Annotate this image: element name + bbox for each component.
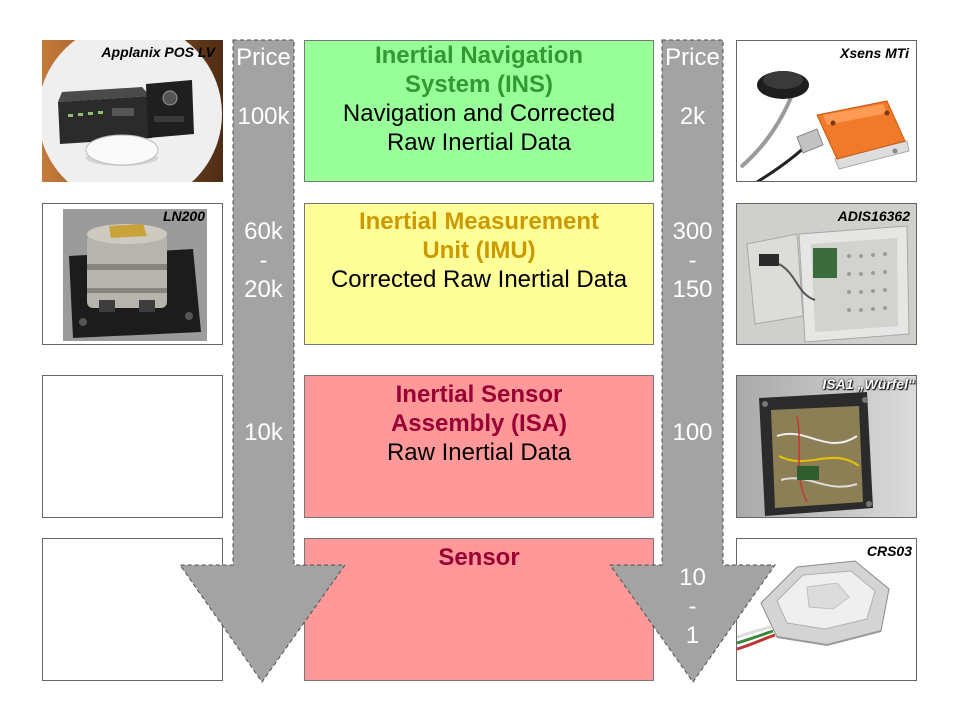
left-price-ins-value: 100k: [237, 103, 290, 130]
left-price-header-label: Price: [236, 44, 291, 71]
gps-antenna-dome: [85, 134, 159, 166]
left-price-imu-dash: -: [259, 247, 268, 274]
xsens-device: [756, 100, 910, 181]
right-price-sensor-low: 1: [685, 622, 700, 649]
left-price-isa-value: 10k: [244, 419, 283, 446]
right-price-imu-dash: -: [688, 247, 697, 274]
isa-title-line-1: Inertial Sensor: [395, 381, 563, 408]
right-price-isa: 100: [652, 418, 733, 447]
open-housing: [746, 225, 910, 343]
applanix-pos-lv-photo: [42, 40, 223, 182]
applanix-pos-lv-label: Applanix POS LV: [101, 44, 215, 60]
left-price-imu: 60k - 20k: [223, 217, 304, 304]
ins-title-line-2: System (INS): [404, 71, 554, 98]
isa-level-box: Inertial Sensor Assembly (ISA) Raw Inert…: [304, 375, 654, 518]
left-price-arrow: [179, 39, 346, 683]
applanix-pos-lv-image: Applanix POS LV: [42, 40, 223, 182]
open-cube-frame: [759, 392, 873, 516]
ins-title-line-1: Inertial Navigation: [374, 42, 584, 69]
crs03-label: CRS03: [866, 543, 912, 559]
left-price-imu-low: 20k: [244, 276, 283, 303]
adis16362-photo: [737, 204, 916, 344]
right-price-sensor-high: 10: [679, 564, 706, 591]
isa1-wuerfel-image: ISA1 „Würfel“: [736, 375, 917, 518]
crs03-photo: [737, 560, 890, 651]
imu-unit: [146, 80, 194, 138]
xsens-mti-image: Xsens MTi: [736, 40, 917, 182]
crs03-cables: [737, 625, 776, 651]
right-price-sensor: 10 - 1: [652, 563, 733, 650]
left-price-imu-high: 60k: [244, 218, 283, 245]
nav-computer-unit: [58, 87, 152, 144]
ins-level-box: Inertial Navigation System (INS) Navigat…: [304, 40, 654, 182]
ln200-photo: [63, 209, 207, 341]
imu-title-line-1: Inertial Measurement: [358, 208, 600, 235]
right-price-imu: 300 - 150: [652, 217, 733, 304]
ln200-image: LN200: [42, 203, 223, 345]
isa1-wuerfel-label: ISA1 „Würfel“: [822, 376, 915, 392]
sensor-title: Sensor: [438, 544, 520, 571]
isa1-wuerfel-photo: [737, 376, 916, 517]
crs03-image: CRS03: [736, 538, 917, 681]
sensor-level-box: Sensor: [304, 538, 654, 681]
gps-antenna-puck: [739, 71, 809, 169]
right-price-imu-high: 300: [672, 218, 713, 245]
right-price-ins-value: 2k: [679, 103, 706, 130]
empty-image-slot-sensor: [42, 538, 223, 681]
right-price-header-label: Price: [665, 44, 720, 71]
isa-description: Raw Inertial Data: [386, 439, 572, 466]
right-price-header: Price: [652, 43, 733, 72]
imu-title-line-2: Unit (IMU): [422, 237, 536, 264]
ln200-label: LN200: [162, 208, 205, 224]
right-price-sensor-dash: -: [688, 593, 697, 620]
right-price-arrow: [609, 39, 776, 683]
right-price-isa-value: 100: [672, 419, 713, 446]
crs03-gyro-body: [760, 560, 890, 647]
adis16362-image: ADIS16362: [736, 203, 917, 345]
ins-description-line-1: Navigation and Corrected: [342, 100, 616, 127]
right-price-ins: 2k: [652, 102, 733, 131]
imu-description: Corrected Raw Inertial Data: [330, 266, 628, 293]
right-price-imu-low: 150: [672, 276, 713, 303]
ins-description-line-2: Raw Inertial Data: [386, 129, 572, 156]
left-price-ins: 100k: [223, 102, 304, 131]
xsens-mti-label: Xsens MTi: [840, 45, 909, 61]
left-price-isa: 10k: [223, 418, 304, 447]
xsens-mti-photo: [739, 71, 910, 181]
imu-level-box: Inertial Measurement Unit (IMU) Correcte…: [304, 203, 654, 345]
empty-image-slot-isa: [42, 375, 223, 518]
adis16362-label: ADIS16362: [837, 208, 910, 224]
isa-title-line-2: Assembly (ISA): [390, 410, 568, 437]
ln200-cylinder: [87, 224, 167, 312]
left-price-header: Price: [223, 43, 304, 72]
